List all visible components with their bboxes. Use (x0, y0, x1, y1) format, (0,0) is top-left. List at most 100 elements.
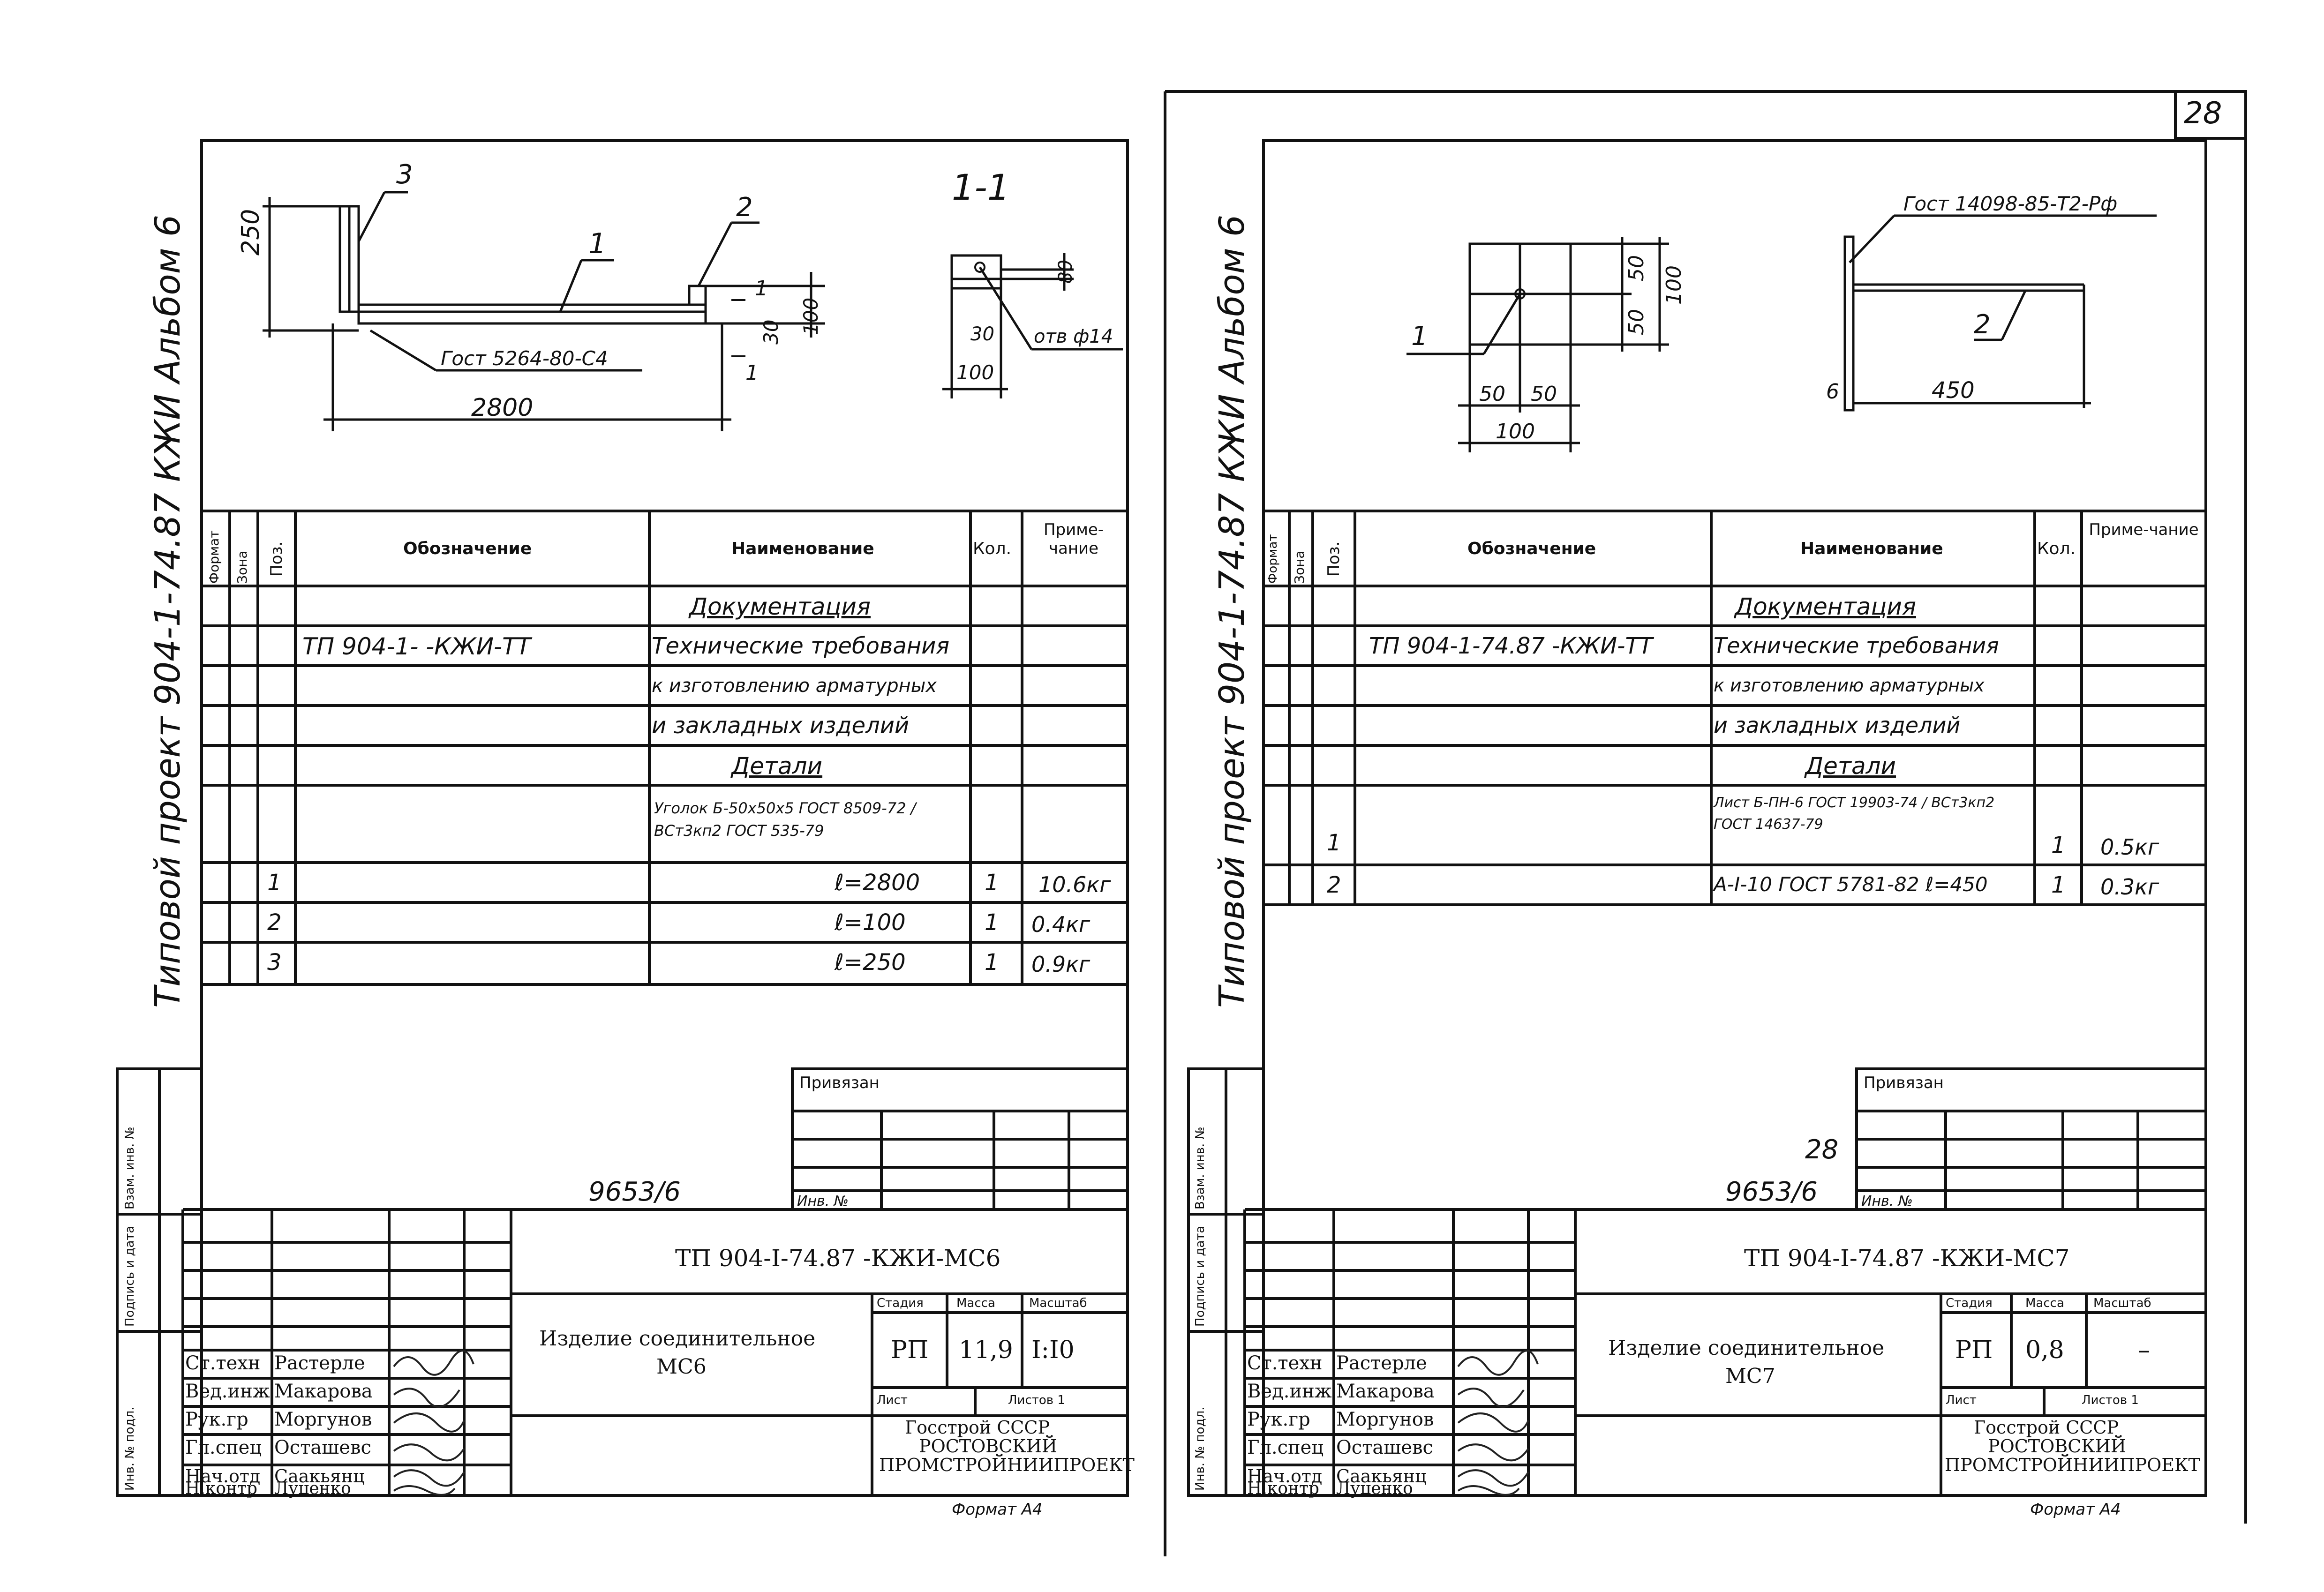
right-scale-hdr: Масштаб (2093, 1296, 2151, 1310)
right-row-1-designation: ТП 904-1-74.87 -КЖИ-ТТ (1369, 633, 1653, 659)
right-stage: РП (1955, 1336, 1993, 1364)
left-stage: РП (891, 1336, 929, 1364)
left-row-0-name: Документация (689, 593, 871, 620)
right-gost-label: Гост 14098-85-Т2-Рф (1903, 192, 2118, 215)
right-row-6-qty: 1 (2051, 872, 2066, 898)
left-hdr-designation: Обозначение (403, 539, 532, 558)
right-callout-1: 1 (1411, 321, 1428, 352)
left-row-6-pos: 1 (267, 870, 282, 896)
left-callout-3: 3 (396, 159, 413, 190)
right-hdr-qty: Кол. (2037, 539, 2076, 558)
left-row-4-name: Детали (731, 752, 823, 780)
left-section-mark: 1-1 (952, 166, 1010, 208)
left-row-7-pos: 2 (267, 909, 282, 936)
right-row-2-name: к изготовлению арматурных (1714, 675, 1985, 696)
left-person-1-name: Макарова (274, 1381, 373, 1402)
left-row-6-note: 10.6кг (1038, 872, 1111, 897)
left-person-2-name: Моргунов (274, 1409, 372, 1430)
left-item-name-1: Изделие соединительное (539, 1327, 816, 1351)
right-sheets-hdr: Листов 1 (2082, 1393, 2139, 1407)
right-format: Формат А4 (2030, 1500, 2121, 1519)
right-dim-450: 450 (1932, 377, 1975, 404)
right-inv-no: Инв. № (1861, 1193, 1913, 1209)
left-org-3: ПРОМСТРОЙНИИПРОЕКТ (879, 1455, 1135, 1475)
right-row-1-name: Технические требования (1714, 633, 1999, 658)
left-org-1: Госстрой СССР (905, 1417, 1050, 1438)
right-doc-code: ТП 904-I-74.87 -КЖИ-МС7 (1744, 1245, 2070, 1272)
right-number-2: 28 (1805, 1134, 1839, 1165)
left-row-8-pos: 3 (267, 949, 282, 976)
right-privyazan: Привязан (1864, 1074, 1944, 1092)
left-hdr-name: Наименование (731, 539, 874, 558)
left-person-4-role: Нач.отд (185, 1466, 261, 1487)
right-person-2-role: Рук.гр (1247, 1409, 1310, 1430)
left-section-callout-1: 1 (755, 277, 768, 300)
left-row-6-name: ℓ=2800 (835, 870, 920, 896)
left-person-0-name: Растерле (274, 1352, 365, 1374)
right-person-3-role: Гл.спец (1247, 1437, 1324, 1458)
right-dim-50d: 50 (1531, 382, 1557, 406)
left-row-8-note: 0.9кг (1031, 952, 1091, 977)
right-person-1-name: Макарова (1336, 1381, 1435, 1402)
left-row-1-designation: ТП 904-1- -КЖИ-ТТ (302, 633, 531, 660)
right-callout-2: 2 (1974, 309, 1991, 340)
right-row-4-name: Детали (1805, 752, 1896, 780)
left-row-7-qty: 1 (985, 909, 999, 936)
left-callout-1: 1 (588, 227, 607, 260)
left-person-2-role: Рук.гр (185, 1409, 248, 1430)
left-stage-hdr: Стадия (877, 1296, 924, 1310)
right-row-6-note: 0.3кг (2100, 874, 2159, 900)
left-person-0-role: Ст.техн (185, 1352, 261, 1374)
right-row-5-pos: 1 (1327, 830, 1341, 856)
right-row-3-name: и закладных изделий (1714, 713, 1961, 738)
left-dim-2800: 2800 (471, 394, 534, 422)
right-person-2-name: Моргунов (1336, 1409, 1434, 1430)
right-scale: – (2138, 1336, 2150, 1364)
left-person-4-name: Саакьянц (274, 1466, 365, 1487)
left-row-7-name: ℓ=100 (835, 909, 906, 936)
left-format: Формат А4 (952, 1500, 1043, 1519)
left-callout-2: 2 (736, 192, 753, 223)
right-item-name-2: МС7 (1725, 1364, 1775, 1388)
left-privyazan: Привязан (799, 1074, 880, 1092)
right-item-name-1: Изделие соединительное (1608, 1336, 1885, 1360)
left-dim-30b: 30 (970, 323, 994, 345)
left-gost-angle-label: Гост 5264-80-С4 (441, 347, 608, 370)
left-dim-100b: 100 (956, 361, 994, 384)
right-person-5-role: Н.контр (1247, 1479, 1319, 1498)
right-person-1-role: Вед.инж (1247, 1381, 1332, 1402)
left-row-5-name: Уголок Б-50x50x5 ГОСТ 8509-72 / ВСт3кп2 … (654, 799, 916, 840)
left-hole-label: отв ф14 (1034, 326, 1113, 347)
left-number: 9653/6 (588, 1177, 681, 1207)
left-row-1-name: Технические требования (652, 633, 950, 659)
right-mass: 0,8 (2025, 1336, 2064, 1364)
left-row-7-note: 0.4кг (1031, 912, 1091, 937)
right-sheet-hdr: Лист (1946, 1393, 1977, 1407)
left-row-8-qty: 1 (985, 949, 999, 976)
right-person-3-name: Осташевс (1336, 1437, 1433, 1458)
left-mass-hdr: Масса (956, 1296, 995, 1310)
right-row-6-name: А-I-10 ГОСТ 5781-82 ℓ=450 (1714, 873, 1988, 896)
left-sheets-hdr: Листов 1 (1008, 1393, 1065, 1407)
right-person-4-name: Саакьянц (1336, 1466, 1427, 1487)
right-row-0-name: Документация (1735, 593, 1916, 620)
right-person-0-name: Растерле (1336, 1352, 1427, 1374)
left-inv-no: Инв. № (797, 1193, 849, 1209)
right-number: 9653/6 (1725, 1177, 1818, 1207)
left-sheet-hdr: Лист (877, 1393, 908, 1407)
right-hdr-note: Приме-чание (2089, 520, 2199, 539)
right-dim-50c: 50 (1479, 382, 1505, 406)
left-person-3-role: Гл.спец (185, 1437, 262, 1458)
right-page-number: 28 (2184, 96, 2222, 131)
left-person-5-role: Н.контр (185, 1479, 257, 1498)
right-hdr-name: Наименование (1800, 539, 1943, 558)
right-person-5-name: Луценко (1336, 1479, 1413, 1498)
right-mass-hdr: Масса (2025, 1296, 2064, 1310)
left-person-3-name: Осташевс (274, 1437, 371, 1458)
left-org-2: РОСТОВСКИЙ (919, 1436, 1057, 1457)
left-person-5-name: Луценко (274, 1479, 351, 1498)
left-scale-hdr: Масштаб (1029, 1296, 1087, 1310)
